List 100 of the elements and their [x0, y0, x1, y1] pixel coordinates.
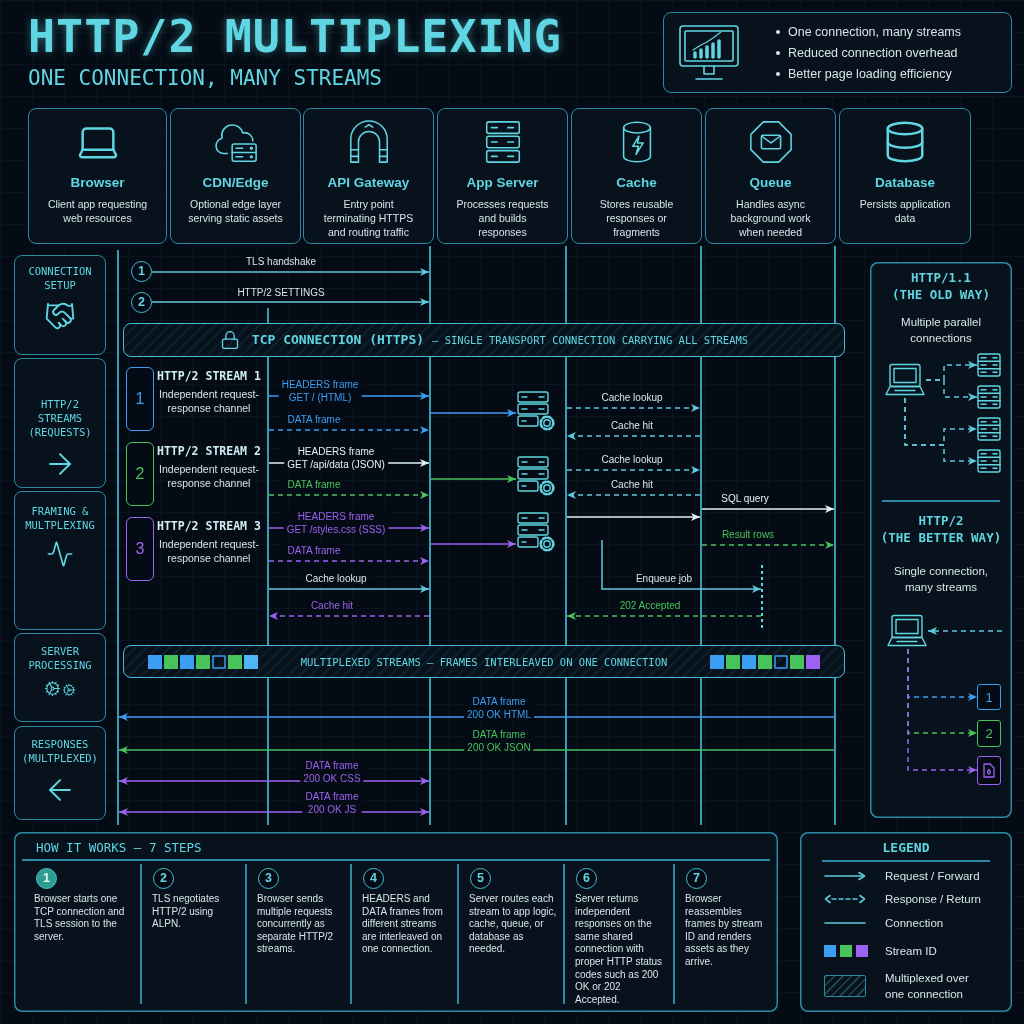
stream-number-tile: 3 [126, 517, 154, 581]
server-gear-icon [516, 511, 556, 553]
phase-card [14, 726, 106, 820]
phase-card [14, 358, 106, 488]
steps-heading: HOW IT WORKS – 7 STEPS [36, 840, 202, 855]
component-title: Queue [749, 175, 792, 191]
comparison-heading: (THE BETTER WAY) [879, 530, 1003, 545]
arrow [268, 585, 430, 593]
stream-description: Independent request-response channel [158, 463, 260, 490]
step-number: 6 [576, 868, 597, 889]
laptop-icon [886, 613, 928, 649]
lifeline [117, 250, 119, 825]
step-number: 1 [36, 868, 57, 889]
dashed-arrow [566, 491, 701, 499]
laptop-icon [884, 362, 926, 398]
component-title: Database [874, 175, 935, 191]
edge-label: DATA frame [284, 544, 344, 557]
component-description: Stores reusable responses or fragments [598, 197, 675, 239]
component-description: Processes requests and builds responses [455, 197, 550, 239]
phase-title: FRAMING & MULTPLEXING [24, 504, 96, 532]
component-description: Persists application data [858, 197, 952, 225]
band-title: TCP CONNECTION (HTTPS) [251, 332, 425, 348]
feature-panel [663, 12, 1012, 93]
component-description: Entry point terminating HTTPS and routing traffic [322, 197, 415, 239]
comparison-panel [870, 262, 1012, 818]
step-number: 2 [131, 292, 152, 313]
edge-label: DATA frame [284, 478, 344, 491]
server-icon [977, 449, 1001, 473]
arrow [701, 505, 835, 513]
arrow [118, 713, 835, 721]
legend-label: Response / Return [885, 892, 982, 907]
dashed-arrow [904, 397, 978, 465]
server-icon [977, 417, 1001, 441]
edge-label: HEADERS frame GET /api/data (JSON) [284, 445, 388, 471]
step-description: TLS negotiates HTTP/2 using ALPN. [152, 893, 221, 931]
stream-number-tile: 2 [126, 442, 154, 506]
band-subtitle: MULTIPLEXED STREAMS – FRAMES INTERLEAVED ON ONE CONNECTION [300, 654, 668, 669]
edge-label: DATA frame 200 OK JS [302, 790, 362, 816]
dashed-arrow [566, 404, 701, 412]
component-card [437, 108, 568, 244]
phase-card [14, 491, 106, 630]
component-card [303, 108, 434, 244]
component-title: Cache [616, 175, 657, 191]
dashed-arrow [566, 466, 701, 474]
edge-label: SQL query [718, 492, 772, 505]
arrow [430, 475, 517, 483]
feature-text: Reduced connection overhead [774, 44, 961, 61]
arrow [430, 409, 517, 417]
component-title: App Server [466, 175, 539, 191]
edge-label: HTTP/2 SETTINGS [234, 286, 328, 299]
phase-card [14, 633, 106, 722]
server-gear-icon [516, 390, 556, 432]
phase-title: CONNECTION SETUP [27, 264, 93, 292]
step-description: Browser reassembles frames by stream ID and renders assets as they arrive. [685, 893, 764, 969]
step-number: 4 [363, 868, 384, 889]
dashed-arrow [701, 541, 835, 549]
comparison-heading: HTTP/1.1 [909, 270, 973, 285]
edge-label: DATA frame 200 OK CSS [300, 759, 364, 785]
dashed-arrow [566, 432, 701, 440]
legend-label: Multiplexed over one connection [885, 971, 970, 1002]
component-card [705, 108, 836, 244]
stream-number-tile: 1 [977, 684, 1001, 710]
connection-band [123, 323, 845, 357]
stream-number-tile: 2 [977, 720, 1001, 747]
legend-label: Connection [885, 916, 945, 931]
comparison-text: Single connection, many streams [893, 564, 989, 595]
component-title: API Gateway [327, 175, 410, 191]
component-card [28, 108, 167, 244]
edge-label: Cache hit [607, 478, 657, 491]
arrow [566, 513, 701, 521]
step-description: HEADERS and DATA frames from different streams are interleaved on one connection. [362, 893, 444, 956]
arrow [151, 268, 430, 276]
arrow [118, 746, 835, 754]
dashed-arrow [268, 612, 430, 620]
comparison-text: Multiple parallel connections [900, 315, 982, 346]
arrow [151, 298, 430, 306]
component-title: Browser [70, 175, 125, 191]
title: HTTP/2 MULTIPLEXING [28, 12, 562, 62]
stream-description: Independent request-response channel [158, 538, 260, 565]
comparison-heading: HTTP/2 [917, 513, 965, 528]
legend-label: Request / Forward [885, 869, 981, 884]
step-number: 7 [686, 868, 707, 889]
step-number: 5 [470, 868, 491, 889]
component-description: Client app requesting web resources [46, 197, 149, 225]
phase-title: RESPONSES (MULTPLEXED) [21, 737, 99, 765]
component-card [571, 108, 702, 244]
step-number: 3 [258, 868, 279, 889]
dashed-arrow [268, 557, 430, 565]
edge-label: DATA frame 200 OK HTML [464, 695, 534, 721]
stream-number-tile: 1 [126, 367, 154, 431]
arrow [601, 539, 762, 593]
arrow [430, 540, 517, 548]
comparison-heading: (THE OLD WAY) [891, 287, 991, 302]
edge-label: DATA frame 200 OK JSON [464, 728, 534, 754]
component-description: Optional edge layer serving static assets [187, 197, 284, 225]
step-number: 2 [153, 868, 174, 889]
dashed-arrow [927, 627, 1003, 635]
component-title: CDN/Edge [202, 175, 269, 191]
server-gear-icon [516, 455, 556, 497]
stream-title: HTTP/2 STREAM 3 [157, 519, 262, 533]
